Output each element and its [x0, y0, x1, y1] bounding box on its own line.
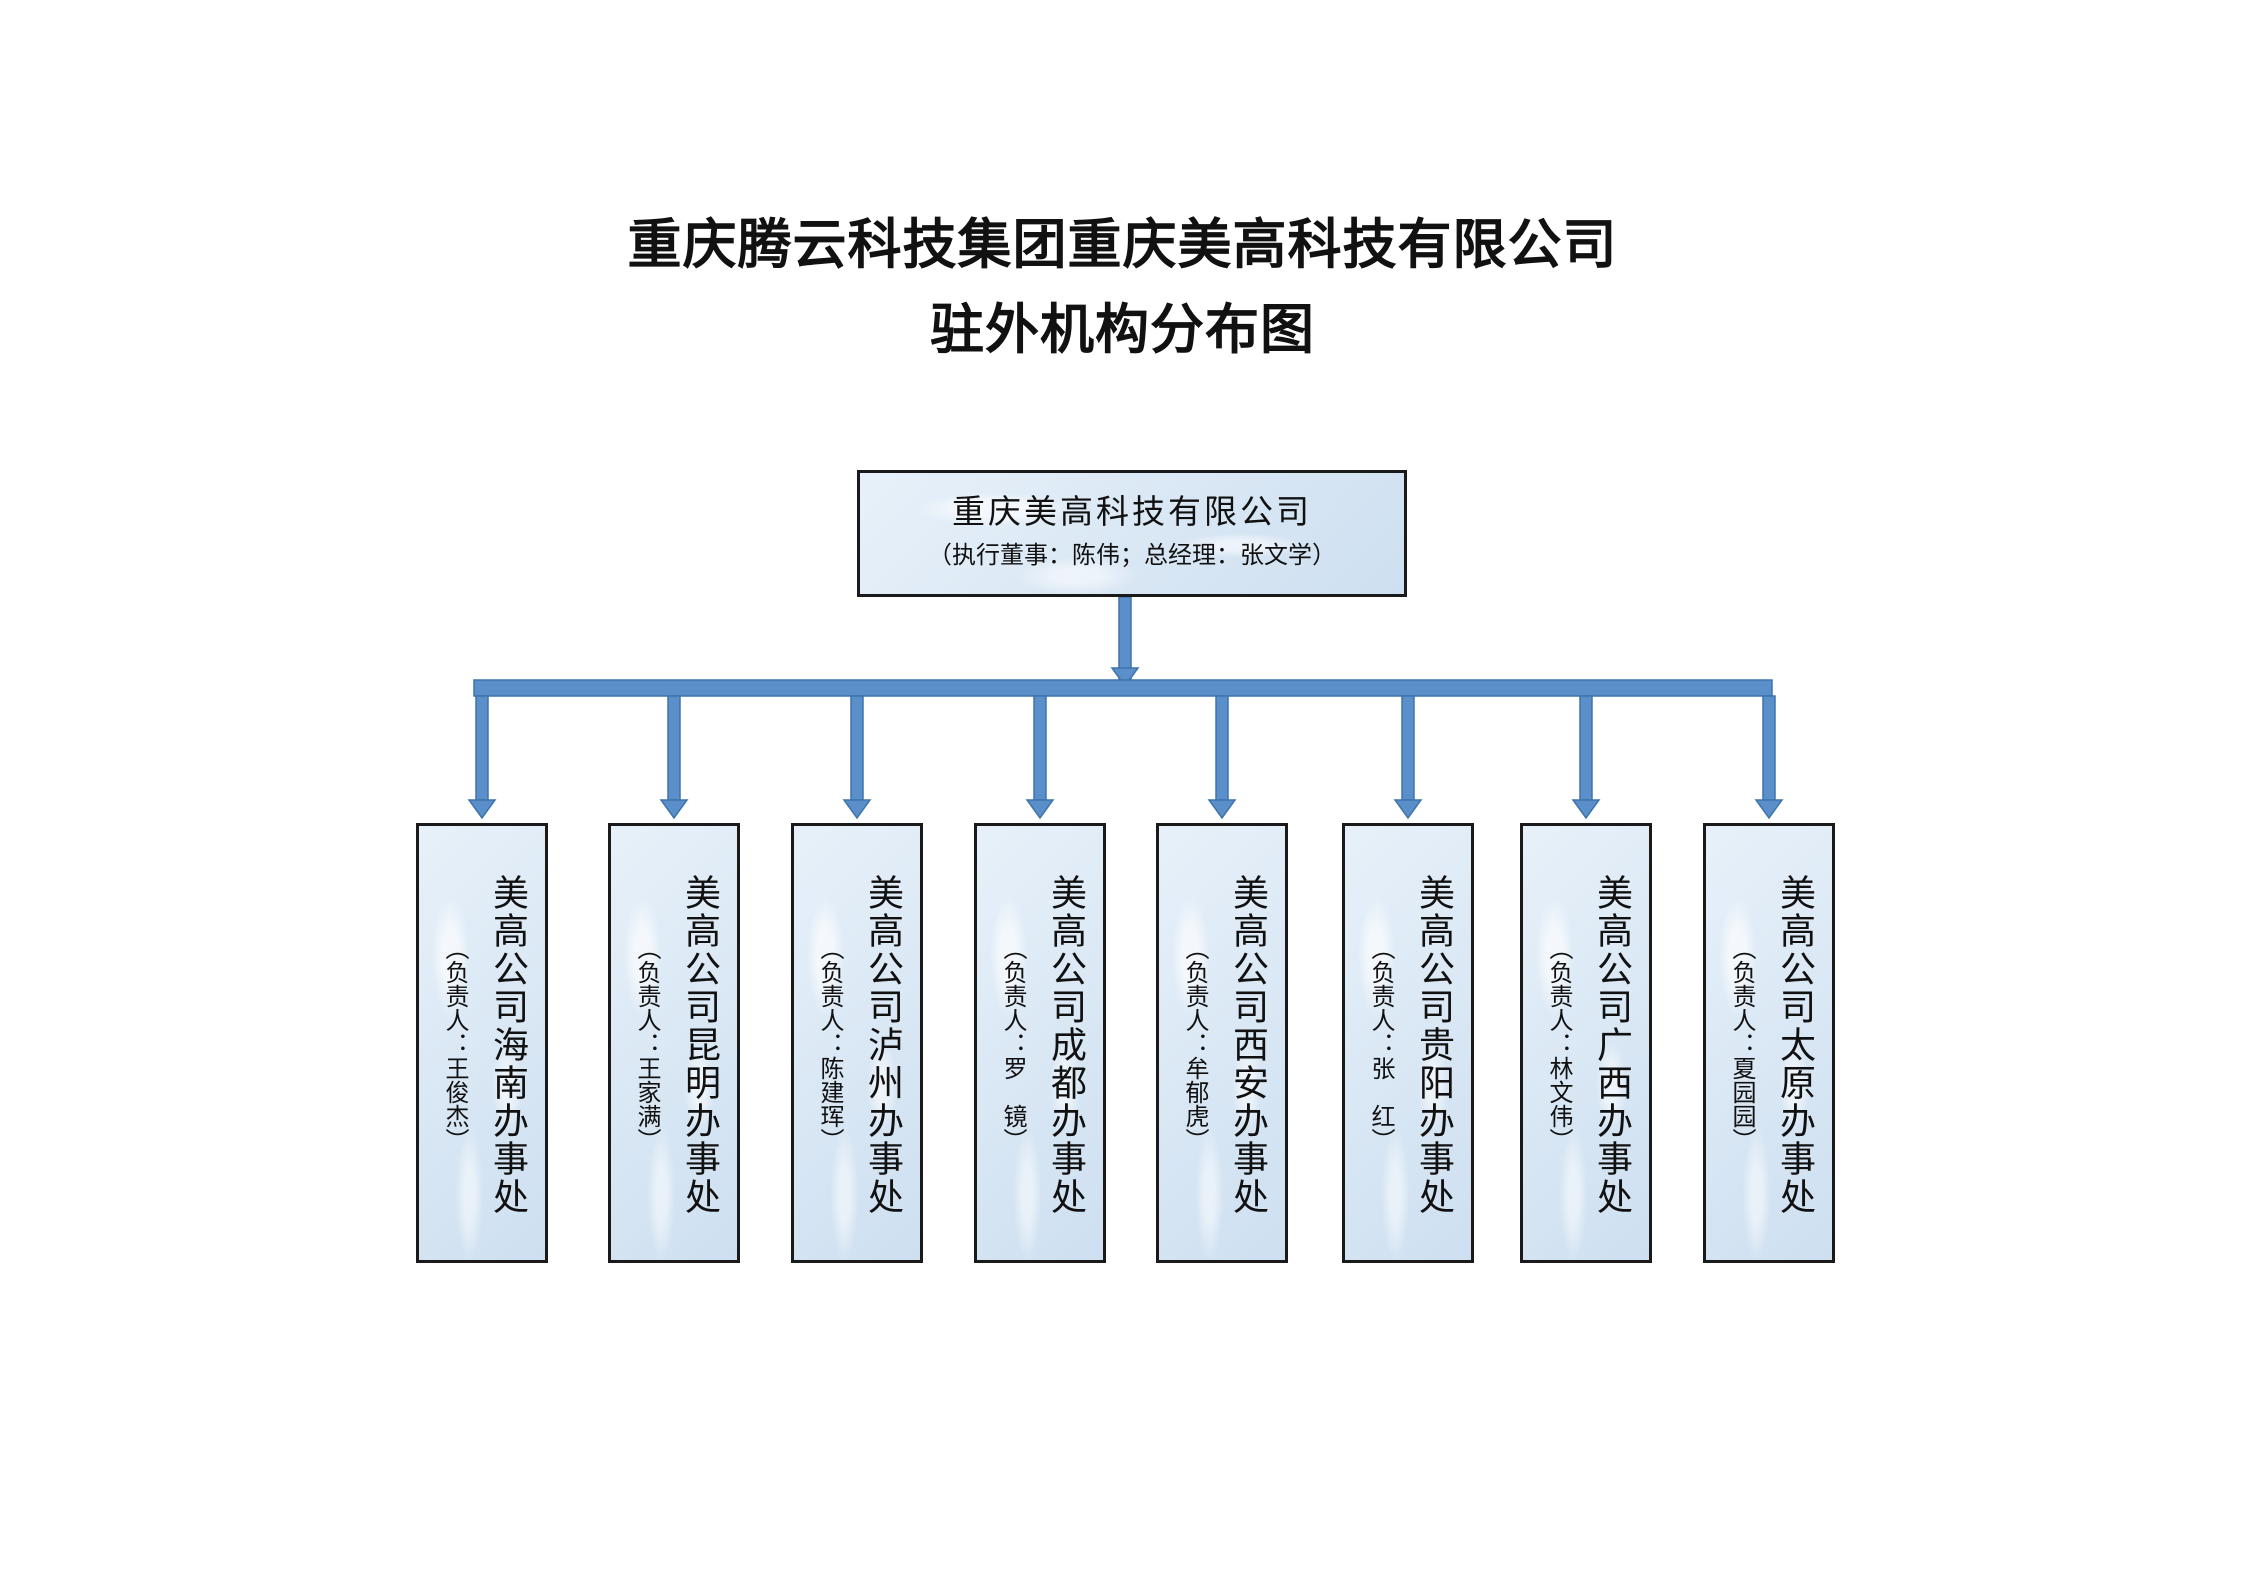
- office-box-taiyuan: 美高公司太原办事处 （负责人：夏园园）: [1703, 823, 1835, 1263]
- branch-line-5: [1401, 695, 1415, 801]
- branch-line-3: [1033, 695, 1047, 801]
- branch-line-0: [475, 695, 489, 801]
- office-box-guangxi: 美高公司广西办事处 （负责人：林文伟）: [1520, 823, 1652, 1263]
- branch-arrow-7: [1754, 799, 1784, 820]
- office-box-hainan: 美高公司海南办事处 （负责人：王俊杰）: [416, 823, 548, 1263]
- branch-arrow-3: [1025, 799, 1055, 820]
- office-lead: （负责人：王俊杰）: [441, 936, 469, 1152]
- branch-arrow-4: [1207, 799, 1237, 820]
- office-box-luzhou: 美高公司泸州办事处 （负责人：陈建珲）: [791, 823, 923, 1263]
- office-name: 美高公司泸州办事处: [862, 874, 903, 1216]
- branch-arrow-0: [467, 799, 497, 820]
- branch-line-2: [850, 695, 864, 801]
- branch-line-4: [1215, 695, 1229, 801]
- office-name: 美高公司成都办事处: [1045, 874, 1086, 1216]
- office-box-xian: 美高公司西安办事处 （负责人：牟郁虎）: [1156, 823, 1288, 1263]
- branch-line-1: [667, 695, 681, 801]
- office-box-chengdu: 美高公司成都办事处 （负责人：罗 镜）: [974, 823, 1106, 1263]
- root-company-name: 重庆美高科技有限公司: [952, 492, 1312, 531]
- office-name: 美高公司太原办事处: [1774, 874, 1815, 1216]
- branch-arrow-6: [1571, 799, 1601, 820]
- office-box-guiyang: 美高公司贵阳办事处 （负责人：张 红）: [1342, 823, 1474, 1263]
- root-company-executives: （执行董事：陈伟；总经理：张文学）: [928, 541, 1336, 569]
- office-lead: （负责人：张 红）: [1367, 936, 1395, 1152]
- diagram-title-line-2: 驻外机构分布图: [930, 297, 1315, 361]
- office-lead: （负责人：牟郁虎）: [1181, 936, 1209, 1152]
- office-name: 美高公司贵阳办事处: [1413, 874, 1454, 1216]
- office-lead: （负责人：陈建珲）: [816, 936, 844, 1152]
- office-box-kunming: 美高公司昆明办事处 （负责人：王家满）: [608, 823, 740, 1263]
- office-lead: （负责人：王家满）: [633, 936, 661, 1152]
- branch-line-6: [1579, 695, 1593, 801]
- trunk-arrow: [1110, 667, 1140, 688]
- office-name: 美高公司广西办事处: [1591, 874, 1632, 1216]
- office-lead: （负责人：林文伟）: [1545, 936, 1573, 1152]
- office-lead: （负责人：罗 镜）: [999, 936, 1027, 1152]
- branch-arrow-5: [1393, 799, 1423, 820]
- diagram-title-line-1: 重庆腾云科技集团重庆美高科技有限公司: [627, 212, 1618, 276]
- horizontal-bar: [473, 679, 1773, 697]
- office-name: 美高公司昆明办事处: [679, 874, 720, 1216]
- office-lead: （负责人：夏园园）: [1728, 936, 1756, 1152]
- branch-arrow-2: [842, 799, 872, 820]
- root-company-box: 重庆美高科技有限公司 （执行董事：陈伟；总经理：张文学）: [857, 470, 1407, 597]
- branch-line-7: [1762, 695, 1776, 801]
- office-name: 美高公司海南办事处: [487, 874, 528, 1216]
- office-name: 美高公司西安办事处: [1227, 874, 1268, 1216]
- branch-arrow-1: [659, 799, 689, 820]
- trunk-line: [1118, 596, 1132, 680]
